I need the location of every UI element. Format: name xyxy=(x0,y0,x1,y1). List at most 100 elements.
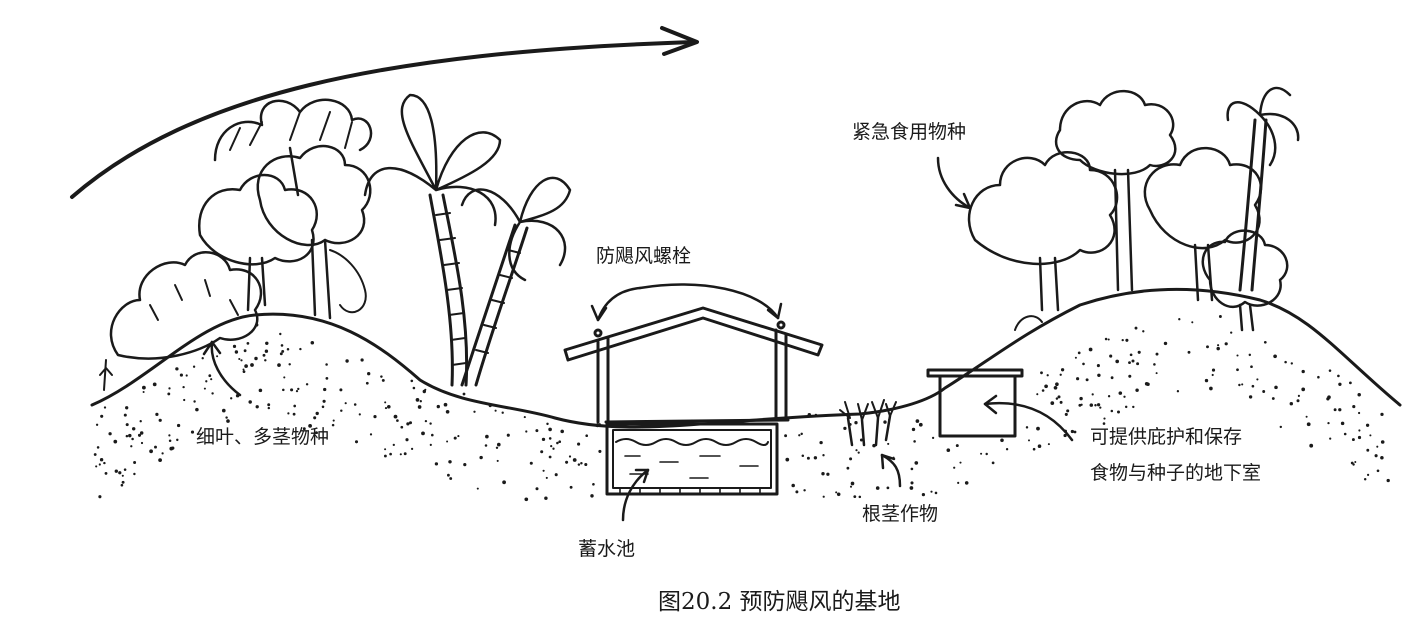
soil-dot xyxy=(1107,338,1110,341)
label-emergency-food: 紧急食用物种 xyxy=(852,121,966,143)
soil-dot xyxy=(331,423,335,427)
broadleaf-tree-icon xyxy=(1054,89,1177,292)
soil-dot xyxy=(1211,368,1216,372)
soil-dot xyxy=(886,486,890,490)
soil-dot xyxy=(1178,318,1181,321)
soil-dot xyxy=(953,466,956,469)
house-icon xyxy=(563,306,824,424)
soil-dot xyxy=(1163,341,1168,346)
soil-dot xyxy=(131,437,134,441)
soil-dot xyxy=(121,480,125,484)
soil-dot xyxy=(125,406,129,410)
soil-dot xyxy=(1041,389,1045,392)
soil-dot xyxy=(340,409,343,412)
soil-dot xyxy=(283,376,286,379)
soil-dot xyxy=(125,423,129,427)
label-cellar-line1: 可提供庇护和保存 xyxy=(1090,426,1242,448)
soil-dot xyxy=(822,495,825,498)
soil-dot xyxy=(1078,403,1082,407)
soil-dot xyxy=(201,357,204,360)
soil-dot xyxy=(1357,435,1362,440)
soil-dot xyxy=(1000,438,1004,443)
soil-dot xyxy=(1176,390,1180,393)
soil-dot xyxy=(267,406,271,410)
soil-dot xyxy=(1191,321,1194,324)
soil-dot xyxy=(192,365,196,368)
soil-dot xyxy=(380,375,383,378)
soil-dot xyxy=(1060,368,1065,372)
soil-dot xyxy=(1238,383,1241,387)
soil-dot xyxy=(161,452,164,455)
soil-dot xyxy=(323,387,327,392)
soil-dot xyxy=(448,460,452,464)
soil-dot xyxy=(1082,362,1085,366)
soil-dot xyxy=(1363,478,1367,481)
cellar-icon xyxy=(926,368,1024,438)
soil-dot xyxy=(849,485,853,488)
soil-dot xyxy=(1107,395,1111,398)
soil-dot xyxy=(290,388,294,392)
soil-dot xyxy=(558,440,562,444)
soil-dot xyxy=(560,429,564,434)
soil-dot xyxy=(1057,395,1061,399)
soil-dot xyxy=(846,466,850,470)
soil-dot xyxy=(1358,411,1361,415)
soil-dot xyxy=(354,440,359,444)
soil-dot xyxy=(1070,429,1075,434)
soil-dot xyxy=(267,403,271,407)
soil-dot xyxy=(400,425,404,429)
soil-dot xyxy=(169,446,174,451)
soil-dot xyxy=(108,432,112,436)
soil-dot xyxy=(914,461,919,465)
soil-dot xyxy=(353,403,357,406)
soil-dot xyxy=(392,443,395,447)
soil-dot xyxy=(412,386,416,390)
soil-dot xyxy=(133,472,136,476)
soil-dot xyxy=(103,406,107,409)
soil-dot xyxy=(1124,405,1128,409)
soil-dot xyxy=(103,461,106,465)
soil-dot xyxy=(542,469,545,472)
soil-dot xyxy=(264,349,269,353)
soil-dot xyxy=(403,452,407,456)
soil-dot xyxy=(1079,396,1083,401)
soil-dot xyxy=(1129,353,1133,357)
soil-dot xyxy=(1250,365,1253,369)
soil-dot xyxy=(1110,409,1114,413)
soil-dot xyxy=(1209,386,1213,391)
soil-dot xyxy=(453,436,457,440)
soil-dot xyxy=(293,404,297,408)
soil-dot xyxy=(313,416,317,420)
soil-dot xyxy=(501,411,504,414)
soil-dot xyxy=(1369,434,1372,437)
soil-dot xyxy=(855,449,858,452)
soil-dot xyxy=(484,444,488,447)
soil-dot xyxy=(168,387,171,390)
soil-dot xyxy=(121,474,124,477)
soil-dot xyxy=(1088,347,1093,352)
soil-dot xyxy=(1025,426,1029,429)
soil-dot xyxy=(1262,390,1266,393)
soil-dot xyxy=(1128,361,1131,365)
soil-dot xyxy=(1327,421,1330,425)
soil-dot xyxy=(305,383,309,386)
soil-dot xyxy=(1301,387,1306,392)
soil-dot xyxy=(1187,350,1191,354)
soil-dot xyxy=(910,481,914,485)
soil-dot xyxy=(1354,461,1357,463)
soil-dot xyxy=(819,440,823,445)
soil-dot xyxy=(577,442,581,446)
soil-dot xyxy=(1077,351,1081,355)
soil-dot xyxy=(133,461,137,464)
soil-dot xyxy=(822,454,825,457)
soil-dot xyxy=(246,342,250,345)
soil-dot xyxy=(183,398,186,402)
soil-dot xyxy=(297,387,300,391)
soil-dot xyxy=(130,445,133,448)
soil-dot xyxy=(281,349,285,353)
soil-dot xyxy=(168,434,171,437)
soil-dot xyxy=(410,379,414,383)
soil-dot xyxy=(1380,455,1384,460)
soil-dot xyxy=(1329,437,1332,440)
soil-dot xyxy=(182,385,185,389)
